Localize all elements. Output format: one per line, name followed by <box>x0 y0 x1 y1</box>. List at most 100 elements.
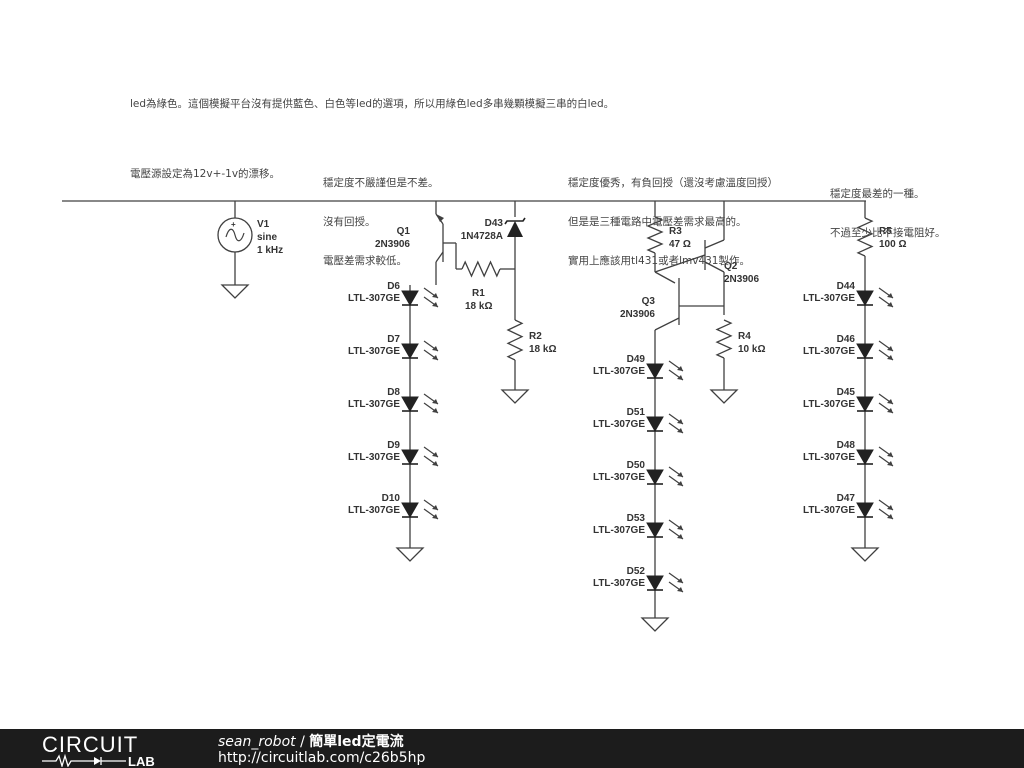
led-part-label: LTL-307GE <box>593 366 645 377</box>
r1-resistor <box>461 260 501 278</box>
r5-value-label: 100 Ω <box>879 239 906 250</box>
emission-arrowhead <box>887 514 893 519</box>
d43-value-label: 1N4728A <box>461 231 503 242</box>
diode-triangle <box>646 416 664 433</box>
note-block2-line: 但是是三種電路中電壓差需求最高的。 <box>568 216 747 228</box>
note-top: led為綠色。這個模擬平台沒有提供藍色、白色等led的選項，所以用綠色led多串… <box>130 98 615 110</box>
emission-arrowhead <box>432 461 438 466</box>
v1-source-symbol <box>217 217 253 253</box>
emission-arrowhead <box>887 505 893 510</box>
circuitlab-logo[interactable]: CIRCUIT LAB <box>42 733 182 767</box>
led-part-label: LTL-307GE <box>803 293 855 304</box>
led-d10 <box>401 499 439 520</box>
emission-arrowhead <box>887 293 893 298</box>
footer-title-line: sean_robot / 簡單led定電流 <box>218 731 404 751</box>
d43-zener-bar <box>504 217 526 225</box>
diode-triangle <box>856 396 874 413</box>
ground-triangle <box>500 389 530 404</box>
ground-symbol <box>640 617 670 632</box>
ground-triangle <box>850 547 880 562</box>
emission-arrowhead <box>677 428 683 433</box>
led-part-label: LTL-307GE <box>348 346 400 357</box>
ground-symbol <box>850 547 880 562</box>
author-link[interactable]: sean_robot <box>218 734 296 750</box>
emission-arrowhead <box>432 505 438 510</box>
led-d53 <box>646 519 684 540</box>
d43-ref-label: D43 <box>485 218 504 229</box>
led-ref-label: D46 <box>837 334 856 345</box>
emission-arrowhead <box>432 355 438 360</box>
r5-resistor <box>856 217 874 257</box>
diode-triangle <box>401 449 419 466</box>
title-separator: / <box>295 734 310 750</box>
note-block1-line: 沒有回授。 <box>323 216 376 228</box>
emission-arrowhead <box>887 355 893 360</box>
led-ref-label: D45 <box>837 387 856 398</box>
ground-triangle <box>709 389 739 404</box>
emission-arrowhead <box>432 408 438 413</box>
led-part-label: LTL-307GE <box>348 399 400 410</box>
led-ref-label: D50 <box>627 460 646 471</box>
note-block1: 穩定度不嚴謹但是不差。 沒有回授。 電壓差需求較低。 <box>323 151 439 281</box>
emission-arrowhead <box>677 578 683 583</box>
led-ref-label: D44 <box>837 281 856 292</box>
q3-collector <box>654 317 680 331</box>
ground-symbol <box>500 389 530 404</box>
led-ref-label: D49 <box>627 354 646 365</box>
emission-arrowhead <box>677 525 683 530</box>
emission-arrowhead <box>432 293 438 298</box>
emission-arrowhead <box>887 408 893 413</box>
q2-value-label: 2N3906 <box>724 274 759 285</box>
diode-triangle <box>856 449 874 466</box>
q1-value-label: 2N3906 <box>375 239 410 250</box>
led-part-label: LTL-307GE <box>593 578 645 589</box>
led-ref-label: D47 <box>837 493 856 504</box>
diode-triangle <box>646 575 664 592</box>
led-part-label: LTL-307GE <box>348 505 400 516</box>
led-d44 <box>856 287 894 308</box>
r3-value-label: 47 Ω <box>669 239 691 250</box>
led-d50 <box>646 466 684 487</box>
led-part-label: LTL-307GE <box>803 346 855 357</box>
r5-ref-label: R5 <box>879 226 892 237</box>
led-part-label: LTL-307GE <box>348 293 400 304</box>
emission-arrowhead <box>677 375 683 380</box>
q1-ref-label: Q1 <box>397 226 411 237</box>
led-part-label: LTL-307GE <box>593 419 645 430</box>
led-ref-label: D6 <box>387 281 400 292</box>
emission-arrowhead <box>887 346 893 351</box>
led-ref-label: D48 <box>837 440 856 451</box>
led-d45 <box>856 393 894 414</box>
r1-ref-label: R1 <box>472 288 485 299</box>
d43-zener-triangle <box>507 221 523 237</box>
note-block2-line: 實用上應該用tl431或者lmv431製作。 <box>568 255 750 267</box>
led-part-label: LTL-307GE <box>593 525 645 536</box>
emission-arrowhead <box>677 481 683 486</box>
led-d52 <box>646 572 684 593</box>
q2-base-wire <box>654 254 706 273</box>
diode-triangle <box>401 343 419 360</box>
diode-triangle <box>401 396 419 413</box>
q2-emitter <box>704 239 725 249</box>
r2-value-label: 18 kΩ <box>529 344 556 355</box>
emission-arrowhead <box>677 419 683 424</box>
emission-arrowhead <box>887 302 893 307</box>
r3-ref-label: R3 <box>669 226 682 237</box>
ground-triangle <box>220 284 250 299</box>
diode-triangle <box>646 522 664 539</box>
diode-triangle <box>856 290 874 307</box>
emission-arrowhead <box>677 534 683 539</box>
emission-arrowhead <box>677 472 683 477</box>
ground-triangle <box>640 617 670 632</box>
led-ref-label: D7 <box>387 334 400 345</box>
note-power: 電壓源設定為12v+-1v的漂移。 <box>130 168 281 180</box>
note-block3-line: 穩定度最差的一種。 <box>830 188 925 200</box>
circuit-title: 簡單led定電流 <box>309 734 404 750</box>
emission-arrowhead <box>677 587 683 592</box>
emission-arrowhead <box>432 452 438 457</box>
circuit-url[interactable]: http://circuitlab.com/c26b5hp <box>218 750 426 766</box>
led-d51 <box>646 413 684 434</box>
note-block2-line: 穩定度優秀，有負回授（還沒考慮溫度回授） <box>568 177 778 189</box>
led-part-label: LTL-307GE <box>803 399 855 410</box>
